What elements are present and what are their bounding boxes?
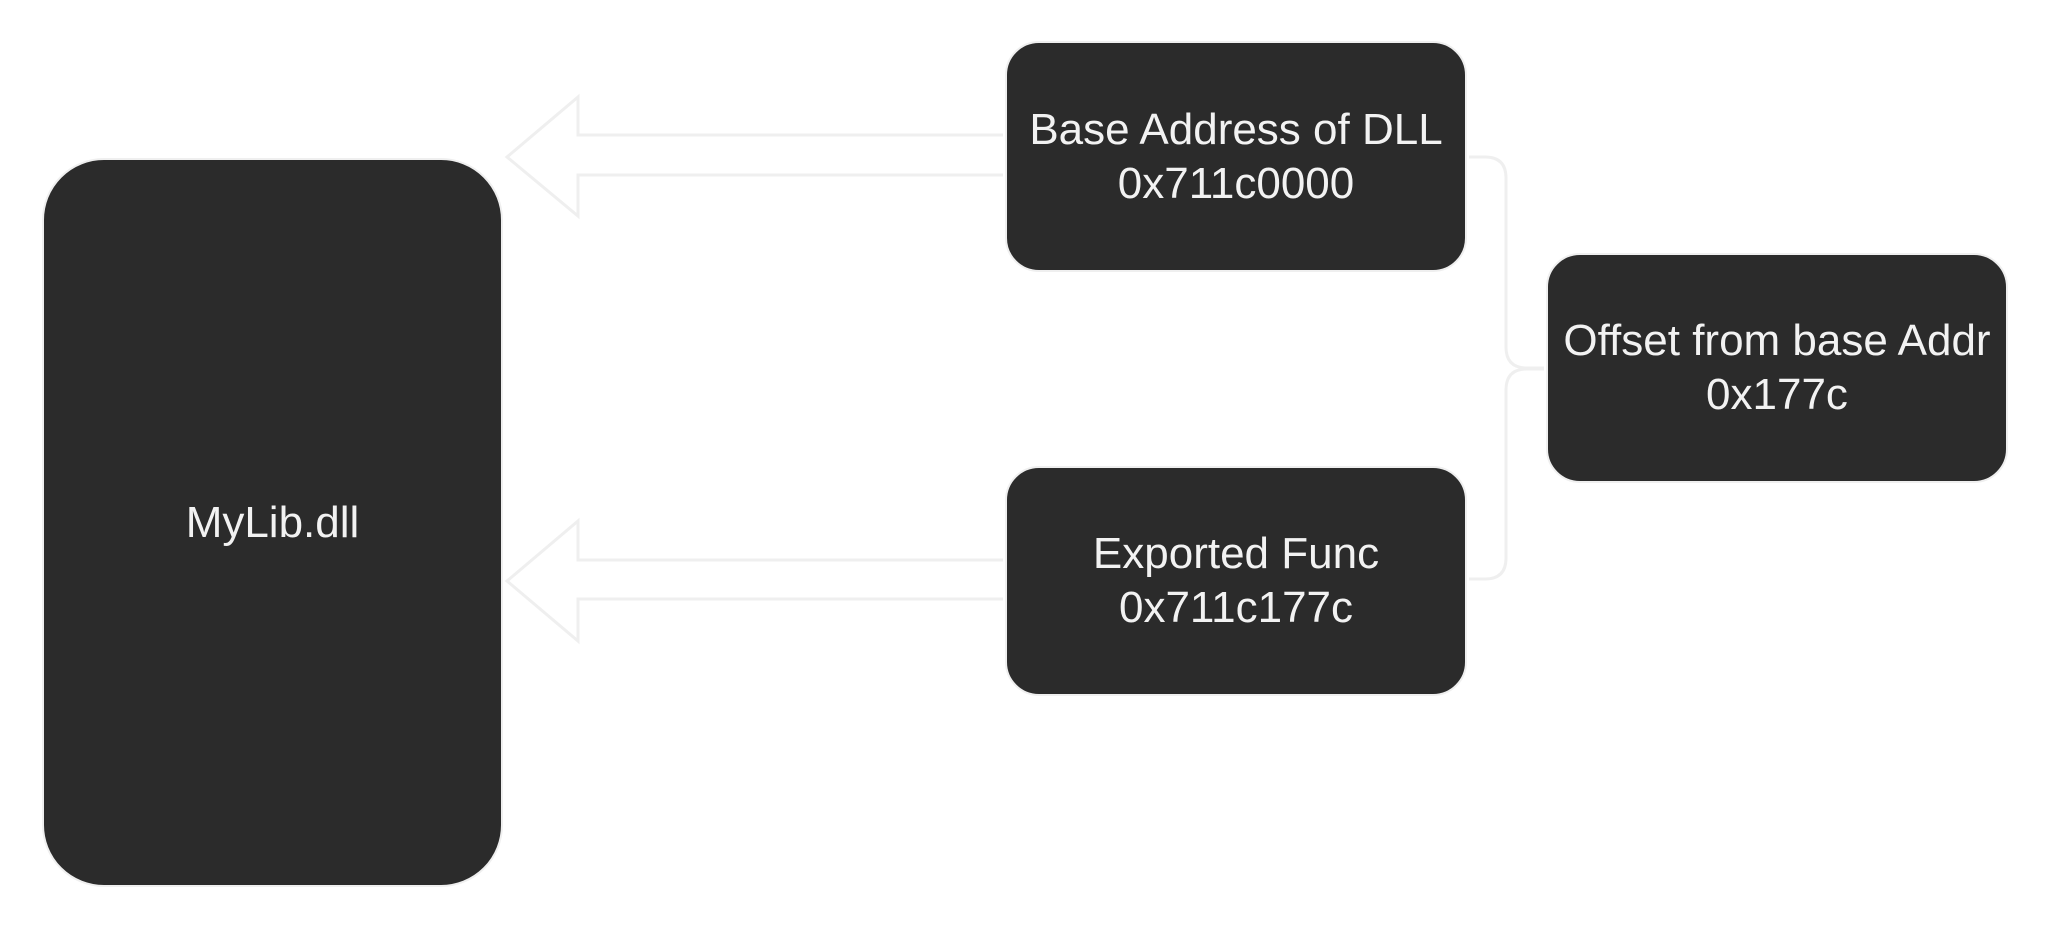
offset-value: 0x177c <box>1706 370 1848 419</box>
base-address-value: 0x711c0000 <box>1117 158 1355 208</box>
exported-func-value: 0x711c177c <box>1118 583 1354 632</box>
exported-func-node: Exported Func 0x711c177c <box>1005 466 1467 696</box>
arrow-base-to-mylib <box>504 93 1003 220</box>
arrow-export-to-mylib <box>504 517 1003 645</box>
base-address-title: Base Address of DLL <box>1029 104 1443 154</box>
exported-func-title: Exported Func <box>1092 529 1380 578</box>
offset-node: Offset from base Addr 0x177c <box>1546 253 2008 483</box>
mylib-dll-label: MyLib.dll <box>185 497 360 547</box>
offset-title: Offset from base Addr <box>1563 316 1991 365</box>
base-address-node: Base Address of DLL 0x711c0000 <box>1005 41 1467 272</box>
mylib-dll-node: MyLib.dll <box>42 158 503 887</box>
brace-to-offset <box>1469 155 1544 581</box>
